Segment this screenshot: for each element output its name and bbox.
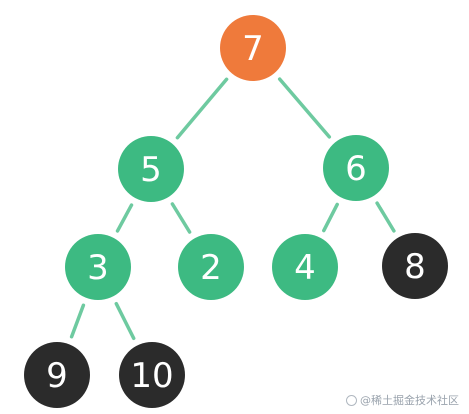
watermark-text: @稀土掘金技术社区 <box>360 394 459 407</box>
node-label: 5 <box>140 150 162 190</box>
edge-n3-n10 <box>114 301 136 341</box>
tree-node-2: 2 <box>178 234 244 300</box>
node-label: 8 <box>404 247 426 287</box>
edge-n6-n8 <box>375 201 396 233</box>
tree-node-9: 9 <box>24 342 90 408</box>
tree-node-4: 4 <box>272 234 338 300</box>
node-circle <box>119 342 185 408</box>
watermark: @稀土掘金技术社区 <box>346 392 459 408</box>
edge-n7-n5 <box>175 77 229 140</box>
tree-node-7: 7 <box>220 15 286 81</box>
edges-layer <box>69 77 396 341</box>
node-circle <box>178 234 244 300</box>
edge-n7-n6 <box>277 77 332 139</box>
edge-n5-n2 <box>170 202 192 234</box>
node-circle <box>382 233 448 299</box>
edge-n3-n9 <box>69 303 86 339</box>
watermark-logo-icon <box>346 394 357 406</box>
node-label: 9 <box>46 356 68 396</box>
tree-node-8: 8 <box>382 233 448 299</box>
node-label: 4 <box>294 248 316 288</box>
tree-node-5: 5 <box>118 136 184 202</box>
node-circle <box>272 234 338 300</box>
node-label: 3 <box>87 248 109 288</box>
edge-n6-n4 <box>322 202 339 233</box>
node-circle <box>65 234 131 300</box>
tree-node-6: 6 <box>323 135 389 201</box>
node-label: 10 <box>130 356 173 396</box>
node-circle <box>323 135 389 201</box>
tree-node-10: 10 <box>119 342 185 408</box>
node-label: 6 <box>345 149 367 189</box>
node-circle <box>118 136 184 202</box>
node-label: 7 <box>242 29 264 69</box>
nodes-layer: 7 5 6 3 2 4 8 9 10 <box>24 15 448 408</box>
tree-node-3: 3 <box>65 234 131 300</box>
node-circle <box>24 342 90 408</box>
edge-n5-n3 <box>115 203 134 233</box>
node-circle <box>220 15 286 81</box>
node-label: 2 <box>200 248 222 288</box>
